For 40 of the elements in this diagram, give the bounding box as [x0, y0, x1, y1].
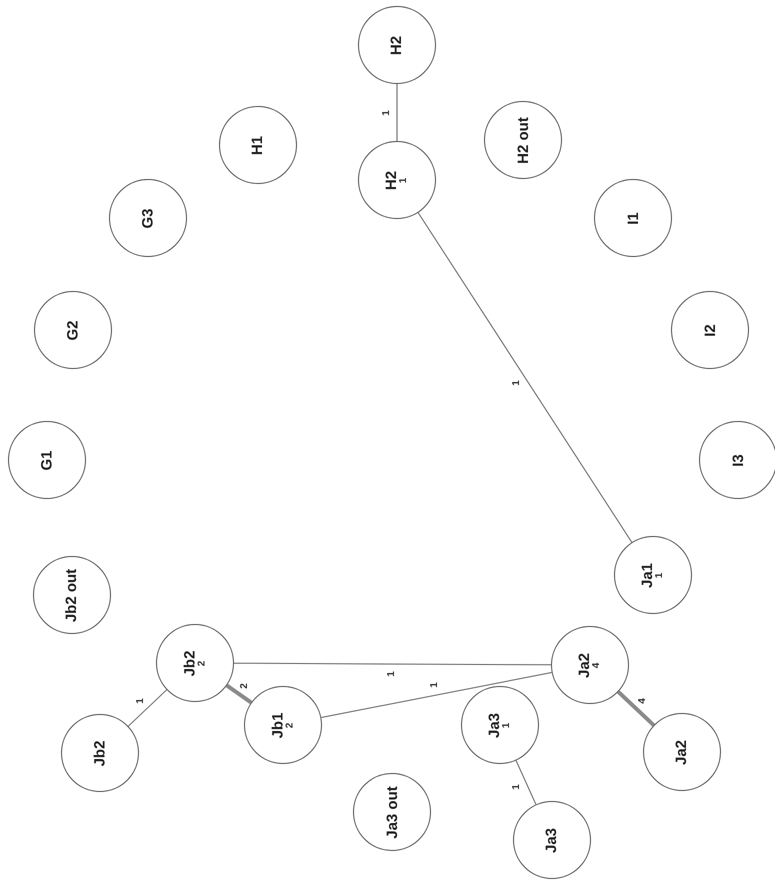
node-count: 2	[286, 722, 296, 728]
connector-line	[396, 84, 398, 142]
node-count: 1	[656, 572, 666, 578]
node-name: G1	[40, 450, 54, 470]
node-name: Ja2	[674, 739, 690, 765]
node-name: H2	[384, 170, 400, 190]
edge-label: 1	[512, 782, 522, 790]
node-name: Ja3	[488, 712, 502, 738]
node-name: I2	[702, 324, 718, 336]
edge-label: 1	[382, 108, 392, 116]
node-name: Ja1	[640, 562, 656, 588]
node-name: Ja2	[578, 652, 592, 678]
node-name: G2	[66, 320, 80, 340]
node-name: I1	[626, 212, 640, 224]
node-count: 1	[400, 177, 410, 183]
edge-label: 1	[429, 681, 440, 689]
node-name: Jb2	[92, 740, 108, 766]
node-name: Jb2	[182, 650, 198, 676]
node-name: Ja3	[544, 827, 560, 853]
connector-line	[234, 662, 552, 666]
edge-label: 4	[638, 697, 648, 705]
edge-label: 1	[511, 379, 522, 387]
node-name: H2	[390, 35, 404, 55]
connector-line	[616, 690, 656, 727]
node-name: G3	[140, 208, 156, 228]
connector-line	[320, 672, 552, 718]
node-name: H2 out	[516, 116, 530, 164]
node-count: 1	[502, 722, 512, 728]
connector-line	[226, 684, 252, 704]
connector-line	[128, 689, 168, 727]
node-name: I3	[730, 454, 746, 466]
node-name: Ja3 out	[384, 786, 400, 838]
connector-line	[516, 760, 536, 805]
node-count: 4	[592, 662, 602, 668]
node-name: H1	[250, 135, 266, 155]
node-name: Jb1	[270, 712, 286, 738]
node-count: 2	[198, 660, 208, 666]
connector-line	[418, 212, 632, 543]
edge-label: 1	[135, 696, 146, 705]
node-name: Jb2 out	[64, 568, 80, 622]
